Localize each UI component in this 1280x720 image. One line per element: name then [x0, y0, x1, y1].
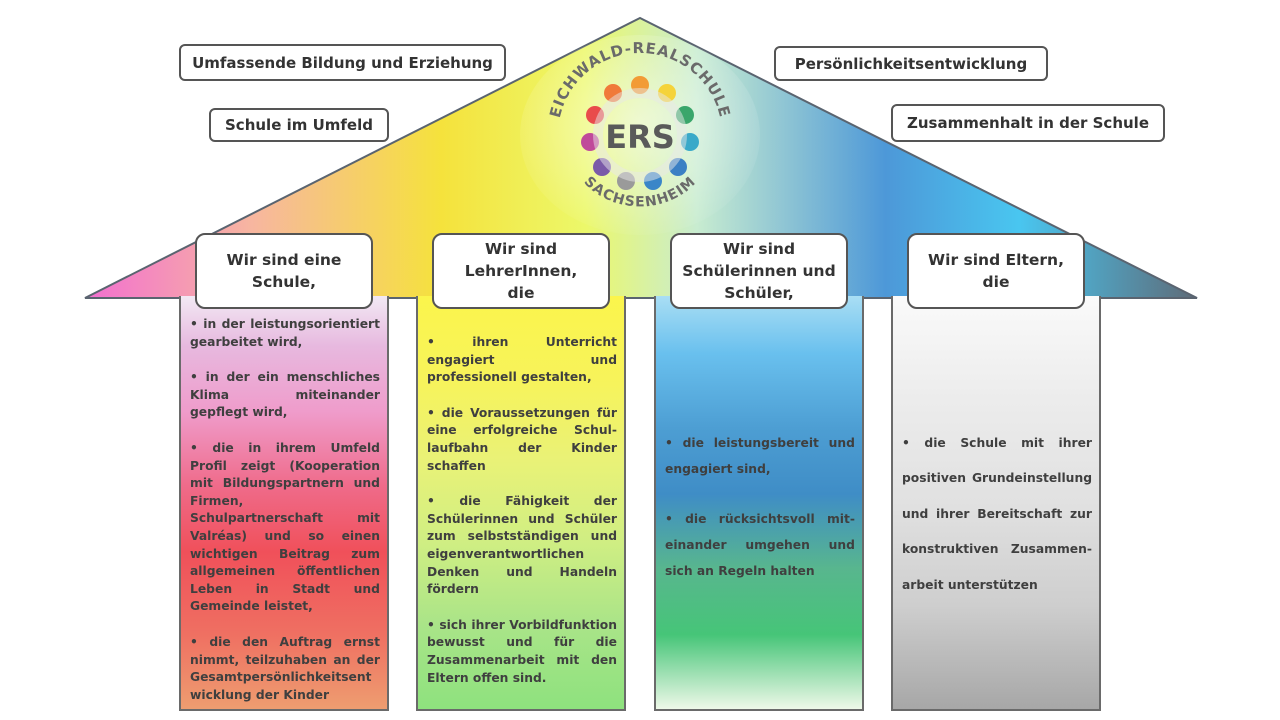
logo-initials: ERS — [605, 118, 675, 156]
list-item: • die rücksichtsvoll mit-einander umgehe… — [665, 512, 855, 578]
pillar-teachers: • ihren Unterricht engagiert und profess… — [416, 296, 626, 711]
logo-figures — [581, 76, 699, 190]
list-item: • die Schule mit ihrer positiven Grundei… — [902, 436, 1092, 592]
pillar-school: • in der leistungsorientiert gearbeitet … — [179, 296, 389, 711]
pillar-school-text: • in der leistungsorientiert gearbeitet … — [190, 316, 380, 709]
pillar-heading-school: Wir sind eine Schule, — [195, 233, 373, 309]
list-item: • in der ein menschliches Klima miteinan… — [190, 370, 380, 420]
logo-graphic: EICHWALD-REALSCHULE ERS SACHSENHEIM — [546, 39, 733, 211]
value-school-cohesion: Zusammenhalt in der Schule — [891, 104, 1165, 142]
pillar-heading-teachers: Wir sind LehrerInnen, die — [432, 233, 610, 309]
list-item: • in der leistungsorientiert gearbeitet … — [190, 317, 380, 349]
value-school-environment: Schule im Umfeld — [209, 108, 389, 142]
pillar-teachers-text: • ihren Unterricht engagiert und profess… — [427, 334, 617, 705]
value-comprehensive-education: Umfassende Bildung und Erziehung — [179, 44, 506, 81]
list-item: • die den Auftrag ernst nimmt, teilzuhab… — [190, 634, 380, 702]
list-item: • die leistungsbereit und engagiert sind… — [665, 436, 855, 476]
list-item: • sich ihrer Vorbildfunktion bewusst und… — [427, 617, 617, 685]
pillar-parents-text: • die Schule mit ihrer positiven Grundei… — [902, 426, 1092, 621]
pillar-parents: • die Schule mit ihrer positiven Grundei… — [891, 296, 1101, 711]
pillar-heading-parents: Wir sind Eltern, die — [907, 233, 1085, 309]
school-logo: EICHWALD-REALSCHULE ERS SACHSENHEIM — [540, 39, 740, 220]
list-item: • ihren Unterricht engagiert und profess… — [427, 335, 617, 385]
pillar-students: • die leistungsbereit und engagiert sind… — [654, 296, 864, 711]
value-personality-development: Persönlichkeitsentwicklung — [774, 46, 1048, 81]
pillar-heading-students: Wir sind Schülerinnen und Schüler, — [670, 233, 848, 309]
list-item: • die Voraussetzungen für eine erfolgrei… — [427, 405, 617, 473]
list-item: • die in ihrem Umfeld Profil zeigt (Koop… — [190, 440, 380, 614]
list-item: • die Fähigkeit der Schülerinnen und Sch… — [427, 494, 617, 597]
pillar-students-text: • die leistungsbereit und engagiert sind… — [665, 430, 855, 608]
